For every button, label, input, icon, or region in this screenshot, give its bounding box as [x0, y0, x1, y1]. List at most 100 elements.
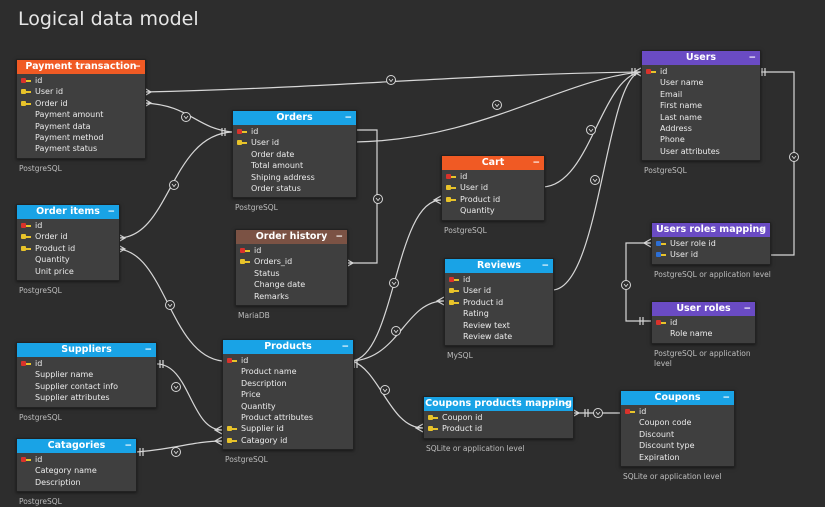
attribute-row[interactable]: Email: [642, 89, 760, 100]
attribute-row[interactable]: id: [652, 317, 755, 328]
attribute-row[interactable]: Description: [17, 477, 136, 488]
rel-orders-users[interactable]: [354, 71, 641, 143]
attribute-row[interactable]: Product name: [223, 366, 353, 377]
entity-header[interactable]: Order items−: [17, 205, 119, 219]
attribute-row[interactable]: Product id: [445, 297, 553, 308]
relationship-marker-icon[interactable]: [389, 278, 399, 288]
rel-products-catagories[interactable]: [134, 440, 223, 453]
attribute-row[interactable]: Order status: [233, 183, 356, 194]
attribute-row[interactable]: id: [233, 126, 356, 137]
attribute-row[interactable]: id: [236, 245, 347, 256]
rel-cpm-products[interactable]: [351, 360, 424, 429]
entity-header[interactable]: Reviews−: [445, 259, 553, 273]
attribute-row[interactable]: Category name: [17, 465, 136, 476]
attribute-row[interactable]: Discount type: [621, 440, 734, 451]
attribute-row[interactable]: Change date: [236, 279, 347, 290]
attribute-row[interactable]: id: [17, 75, 145, 86]
collapse-icon[interactable]: −: [344, 113, 352, 123]
entity-header[interactable]: Coupons−: [621, 391, 734, 405]
attribute-row[interactable]: Discount: [621, 429, 734, 440]
attribute-row[interactable]: Product attributes: [223, 412, 353, 423]
rel-products-suppliers[interactable]: [154, 363, 223, 431]
relationship-marker-icon[interactable]: [492, 100, 502, 110]
attribute-row[interactable]: Catagory id: [223, 435, 353, 446]
rel-reviews-products[interactable]: [351, 300, 445, 362]
collapse-icon[interactable]: −: [722, 393, 730, 403]
attribute-row[interactable]: Product id: [424, 423, 573, 434]
relationship-marker-icon[interactable]: [169, 180, 179, 190]
rel-payment-orders[interactable]: [143, 102, 233, 133]
relationship-marker-icon[interactable]: [171, 447, 181, 457]
attribute-row[interactable]: Remarks: [236, 291, 347, 302]
entity-header[interactable]: Payment transaction−: [17, 60, 145, 74]
rel-reviews-users[interactable]: [551, 71, 641, 291]
attribute-row[interactable]: Product id: [17, 243, 119, 254]
collapse-icon[interactable]: −: [758, 225, 766, 235]
collapse-icon[interactable]: −: [124, 441, 132, 451]
attribute-row[interactable]: id: [442, 171, 544, 182]
relationship-marker-icon[interactable]: [593, 408, 603, 418]
relationship-marker-icon[interactable]: [586, 125, 596, 135]
relationship-marker-icon[interactable]: [789, 152, 799, 162]
attribute-row[interactable]: Quantity: [17, 254, 119, 265]
attribute-row[interactable]: id: [445, 274, 553, 285]
attribute-row[interactable]: User role id: [652, 238, 770, 249]
attribute-row[interactable]: Orders_id: [236, 256, 347, 267]
attribute-row[interactable]: Payment amount: [17, 109, 145, 120]
attribute-row[interactable]: User id: [445, 285, 553, 296]
attribute-row[interactable]: User id: [17, 86, 145, 97]
collapse-icon[interactable]: −: [341, 342, 349, 352]
entity-header[interactable]: Suppliers−: [17, 343, 156, 357]
relationship-marker-icon[interactable]: [181, 112, 191, 122]
attribute-row[interactable]: id: [223, 355, 353, 366]
rel-payment-users[interactable]: [143, 71, 641, 93]
attribute-row[interactable]: Phone: [642, 134, 760, 145]
relationship-marker-icon[interactable]: [391, 326, 401, 336]
entity-header[interactable]: Users−: [642, 51, 760, 65]
attribute-row[interactable]: Expiration: [621, 452, 734, 463]
attribute-row[interactable]: Description: [223, 378, 353, 389]
collapse-icon[interactable]: −: [532, 158, 540, 168]
entity-header[interactable]: Products−: [223, 340, 353, 354]
attribute-row[interactable]: id: [621, 406, 734, 417]
attribute-row[interactable]: Quantity: [223, 401, 353, 412]
attribute-row[interactable]: Payment status: [17, 143, 145, 154]
relationship-marker-icon[interactable]: [386, 75, 396, 85]
attribute-row[interactable]: Role name: [652, 328, 755, 339]
attribute-row[interactable]: id: [17, 454, 136, 465]
attribute-row[interactable]: User id: [442, 182, 544, 193]
attribute-row[interactable]: Supplier attributes: [17, 392, 156, 403]
collapse-icon[interactable]: −: [133, 62, 141, 72]
entity-header[interactable]: Orders−: [233, 111, 356, 125]
entity-header[interactable]: Coupons products mapping−: [424, 397, 573, 411]
collapse-icon[interactable]: −: [107, 207, 115, 217]
attribute-row[interactable]: Last name: [642, 112, 760, 123]
attribute-row[interactable]: User attributes: [642, 146, 760, 157]
attribute-row[interactable]: Rating: [445, 308, 553, 319]
entity-header[interactable]: User roles−: [652, 302, 755, 316]
attribute-row[interactable]: Review text: [445, 320, 553, 331]
attribute-row[interactable]: Order id: [17, 98, 145, 109]
collapse-icon[interactable]: −: [561, 399, 569, 409]
attribute-row[interactable]: Address: [642, 123, 760, 134]
relationship-marker-icon[interactable]: [171, 382, 181, 392]
relationship-marker-icon[interactable]: [590, 175, 600, 185]
entity-header[interactable]: Cart−: [442, 156, 544, 170]
attribute-row[interactable]: Supplier name: [17, 369, 156, 380]
collapse-icon[interactable]: −: [144, 345, 152, 355]
attribute-row[interactable]: Total amount: [233, 160, 356, 171]
relationship-marker-icon[interactable]: [165, 300, 175, 310]
attribute-row[interactable]: id: [17, 358, 156, 369]
